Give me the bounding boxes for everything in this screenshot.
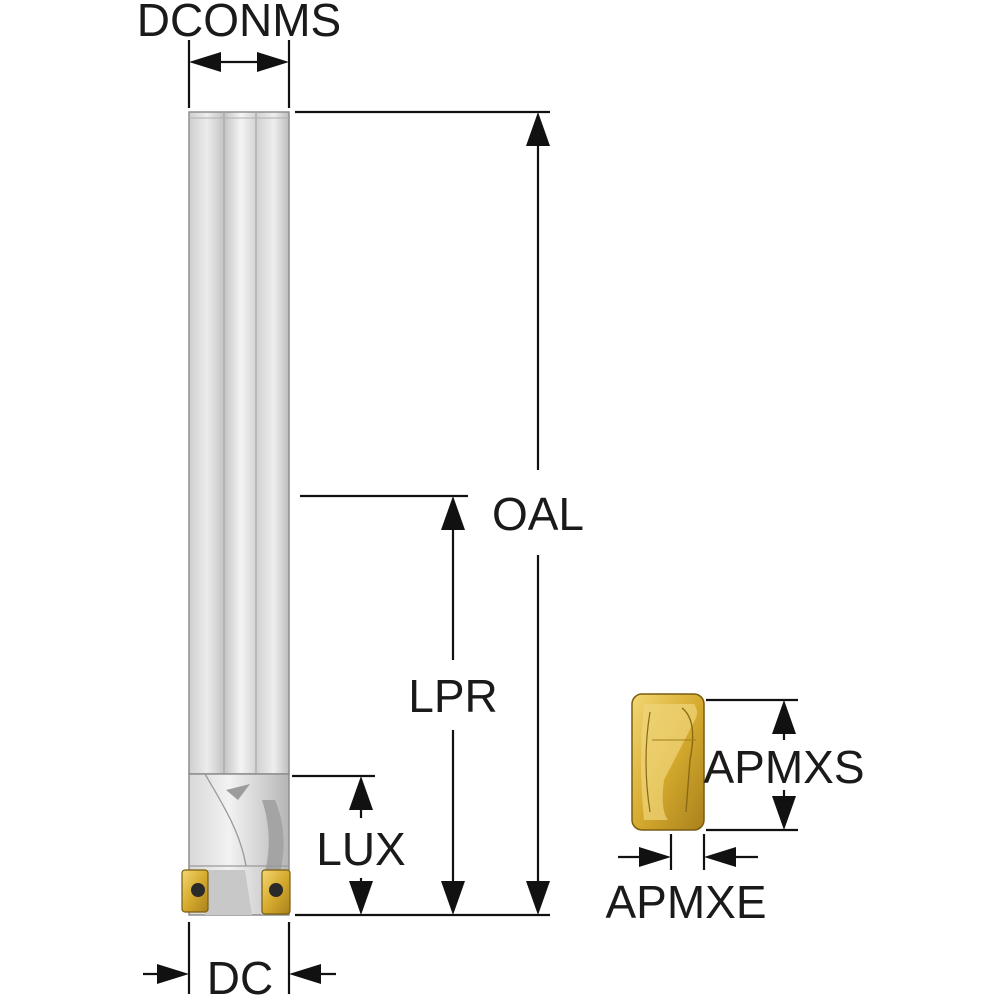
- tool-insert-left: [181, 869, 209, 913]
- dc-label: DC: [207, 952, 273, 1000]
- oal-label: OAL: [492, 488, 584, 540]
- lpr-label: LPR: [408, 670, 497, 722]
- dc-dimension: [143, 922, 336, 994]
- apmxe-label: APMXE: [605, 876, 766, 928]
- dconms-dimension: [187, 40, 291, 108]
- apmxs-dimension: [706, 698, 798, 832]
- insert-detail: [631, 693, 705, 831]
- apmxs-label: APMXS: [703, 741, 864, 793]
- apmxe-dimension: [618, 834, 758, 870]
- dconms-label: DCONMS: [137, 0, 341, 46]
- lpr-dimension: [300, 494, 468, 915]
- tool-shank: [188, 111, 290, 775]
- lux-label: LUX: [316, 823, 405, 875]
- tool-insert-right: [261, 869, 291, 915]
- oal-dimension: [295, 110, 550, 917]
- lux-dimension: [292, 774, 375, 915]
